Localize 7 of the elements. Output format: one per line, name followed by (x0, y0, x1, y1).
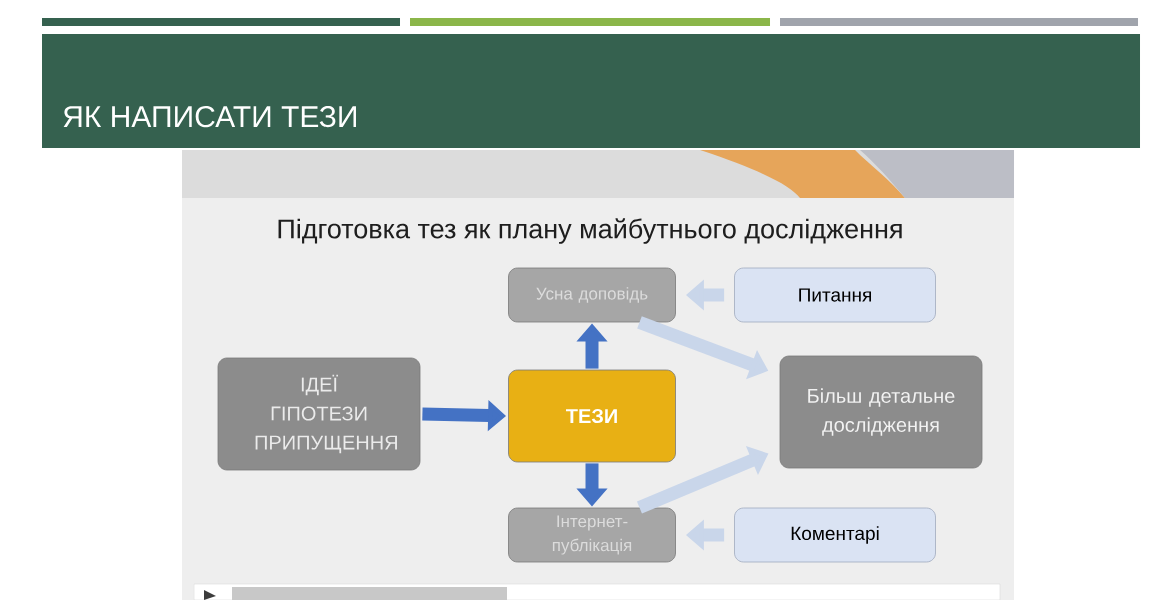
process-box: Коментарі (734, 507, 936, 563)
process-box: Більш детальне дослідження (779, 355, 983, 469)
process-box: Питання (734, 267, 936, 323)
process-box: ТЕЗИ (508, 369, 676, 463)
process-box: ІДЕЇ ГІПОТЕЗИ ПРИПУЩЕННЯ (217, 357, 421, 471)
title: ЯК НАПИСАТИ ТЕЗИ (63, 106, 356, 128)
slide-heading: Підготовка тез як плану майбутнього дослідження (278, 218, 902, 244)
